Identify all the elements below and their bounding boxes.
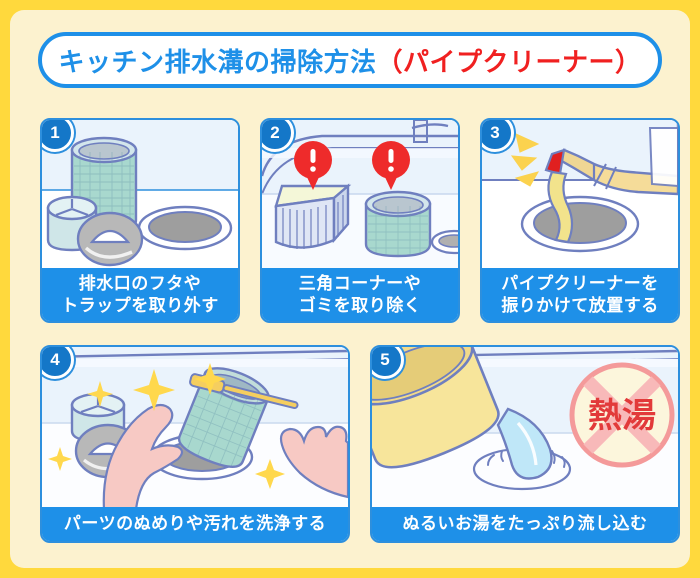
step-panel-1: 1 bbox=[40, 118, 240, 323]
step-number-badge-3: 3 bbox=[482, 120, 514, 152]
step-caption-line: トラップを取り外す bbox=[61, 295, 219, 315]
pouring-basin-icon: 熱湯 bbox=[372, 347, 678, 509]
step-panel-4: 4 bbox=[40, 345, 350, 543]
step-caption-3: パイプクリーナーを 振りかけて放置する bbox=[482, 268, 678, 321]
infographic-inner: キッチン排水溝の掃除方法（パイプクリーナー） 1 bbox=[10, 10, 690, 568]
step-illustration-3 bbox=[482, 120, 678, 268]
washing-hands-icon bbox=[42, 347, 348, 509]
sparkle-icon bbox=[48, 363, 285, 489]
step-illustration-5: 熱湯 bbox=[372, 347, 678, 509]
step-panel-3: 3 bbox=[480, 118, 680, 323]
page-title: キッチン排水溝の掃除方法（パイプクリーナー） bbox=[38, 32, 662, 88]
warning-pin-1 bbox=[294, 141, 332, 190]
step-caption-line: パイプクリーナーを bbox=[501, 274, 659, 294]
step-caption-line: ゴミを取り除く bbox=[298, 295, 422, 315]
prohibition-label: 熱湯 bbox=[588, 397, 656, 435]
step-number-badge-2: 2 bbox=[262, 120, 294, 152]
page-title-paren: （パイプクリーナー） bbox=[376, 46, 642, 77]
prohibition-sign: 熱湯 bbox=[569, 362, 675, 468]
warning-pin-2 bbox=[372, 141, 410, 190]
step-caption-line: 振りかけて放置する bbox=[501, 295, 659, 315]
corner-strainer-icon bbox=[262, 120, 458, 268]
step-illustration-1 bbox=[42, 120, 238, 268]
step-caption-2: 三角コーナーや ゴミを取り除く bbox=[262, 268, 458, 321]
step-caption-line: 排水口のフタや bbox=[78, 274, 202, 294]
step-caption-line: ぬるいお湯をたっぷり流し込む bbox=[402, 514, 648, 534]
step-caption-4: パーツのぬめりや汚れを洗浄する bbox=[42, 507, 348, 541]
step-caption-line: 三角コーナーや bbox=[298, 274, 422, 294]
step-illustration-4 bbox=[42, 347, 348, 509]
page-title-main: キッチン排水溝の掃除方法 bbox=[58, 46, 377, 77]
step-caption-line: パーツのぬめりや汚れを洗浄する bbox=[63, 514, 327, 534]
step-panel-2: 2 bbox=[260, 118, 460, 323]
step-caption-1: 排水口のフタや トラップを取り外す bbox=[42, 268, 238, 321]
step-number-badge-1: 1 bbox=[42, 120, 74, 152]
step-panel-5: 5 bbox=[370, 345, 680, 543]
pipe-cleaner-bottle-icon bbox=[482, 120, 678, 268]
step-caption-5: ぬるいお湯をたっぷり流し込む bbox=[372, 507, 678, 541]
step-illustration-2 bbox=[262, 120, 458, 268]
drain-parts-icon bbox=[42, 120, 238, 268]
